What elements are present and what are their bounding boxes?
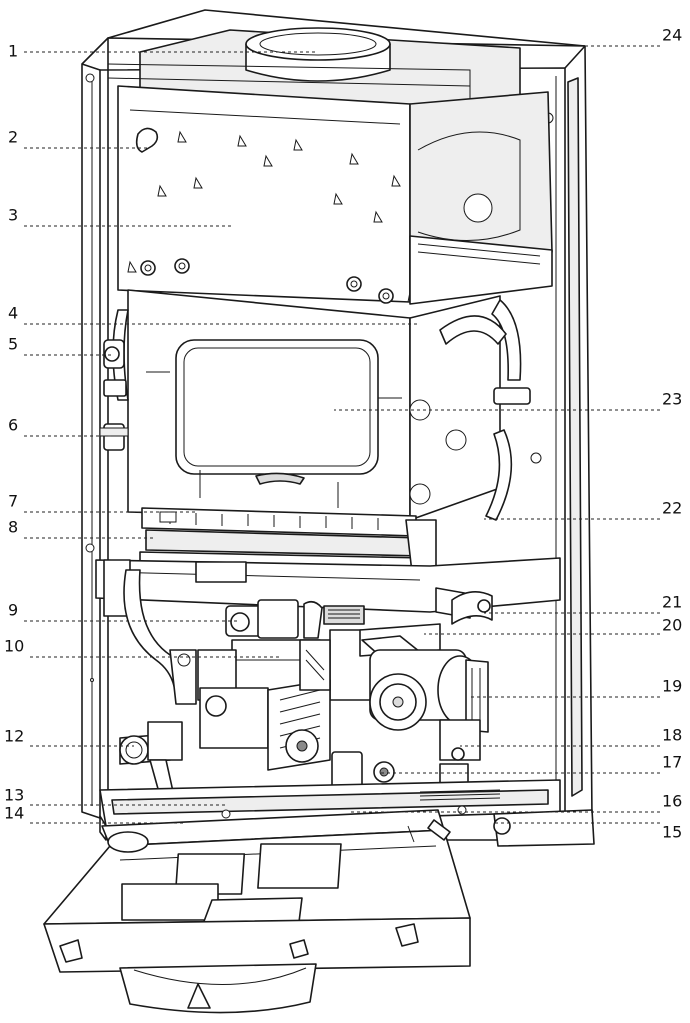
- callout-20: 20: [662, 616, 682, 635]
- heat-exchanger: [112, 289, 531, 521]
- callout-8: 8: [8, 518, 18, 537]
- base-tray: [99, 779, 595, 847]
- callout-1: 1: [8, 42, 18, 61]
- callout-23: 23: [662, 390, 682, 409]
- callout-14: 14: [4, 804, 24, 823]
- callout-24: 24: [662, 26, 682, 45]
- callout-6: 6: [8, 416, 18, 435]
- callout-12: 12: [4, 727, 24, 746]
- callout-2: 2: [8, 128, 18, 147]
- callout-3: 3: [8, 206, 18, 225]
- callout-10: 10: [4, 637, 24, 656]
- callout-13: 13: [4, 786, 24, 805]
- circulation-pump: [359, 591, 493, 761]
- fan-hood: [117, 85, 553, 305]
- callout-9: 9: [8, 601, 18, 620]
- callout-numbers: 1 2 3 4 5 6 7 8 9 10 12 13 14 24 23 22 2…: [4, 26, 682, 842]
- callout-16: 16: [662, 792, 682, 811]
- callout-17: 17: [662, 753, 682, 772]
- lower-shelf: [95, 557, 561, 619]
- callout-5: 5: [8, 335, 18, 354]
- callout-19: 19: [662, 677, 682, 696]
- callout-leaders: [24, 45, 660, 824]
- callout-22: 22: [662, 499, 682, 518]
- callout-15: 15: [662, 823, 682, 842]
- boiler-illustration: [43, 9, 595, 1014]
- control-panel: [43, 809, 471, 1014]
- callout-4: 4: [8, 304, 18, 323]
- left-valves: [99, 339, 129, 451]
- callout-7: 7: [8, 492, 18, 511]
- lower-left-valve: [119, 721, 183, 797]
- callout-21: 21: [662, 593, 682, 612]
- callout-18: 18: [662, 726, 682, 745]
